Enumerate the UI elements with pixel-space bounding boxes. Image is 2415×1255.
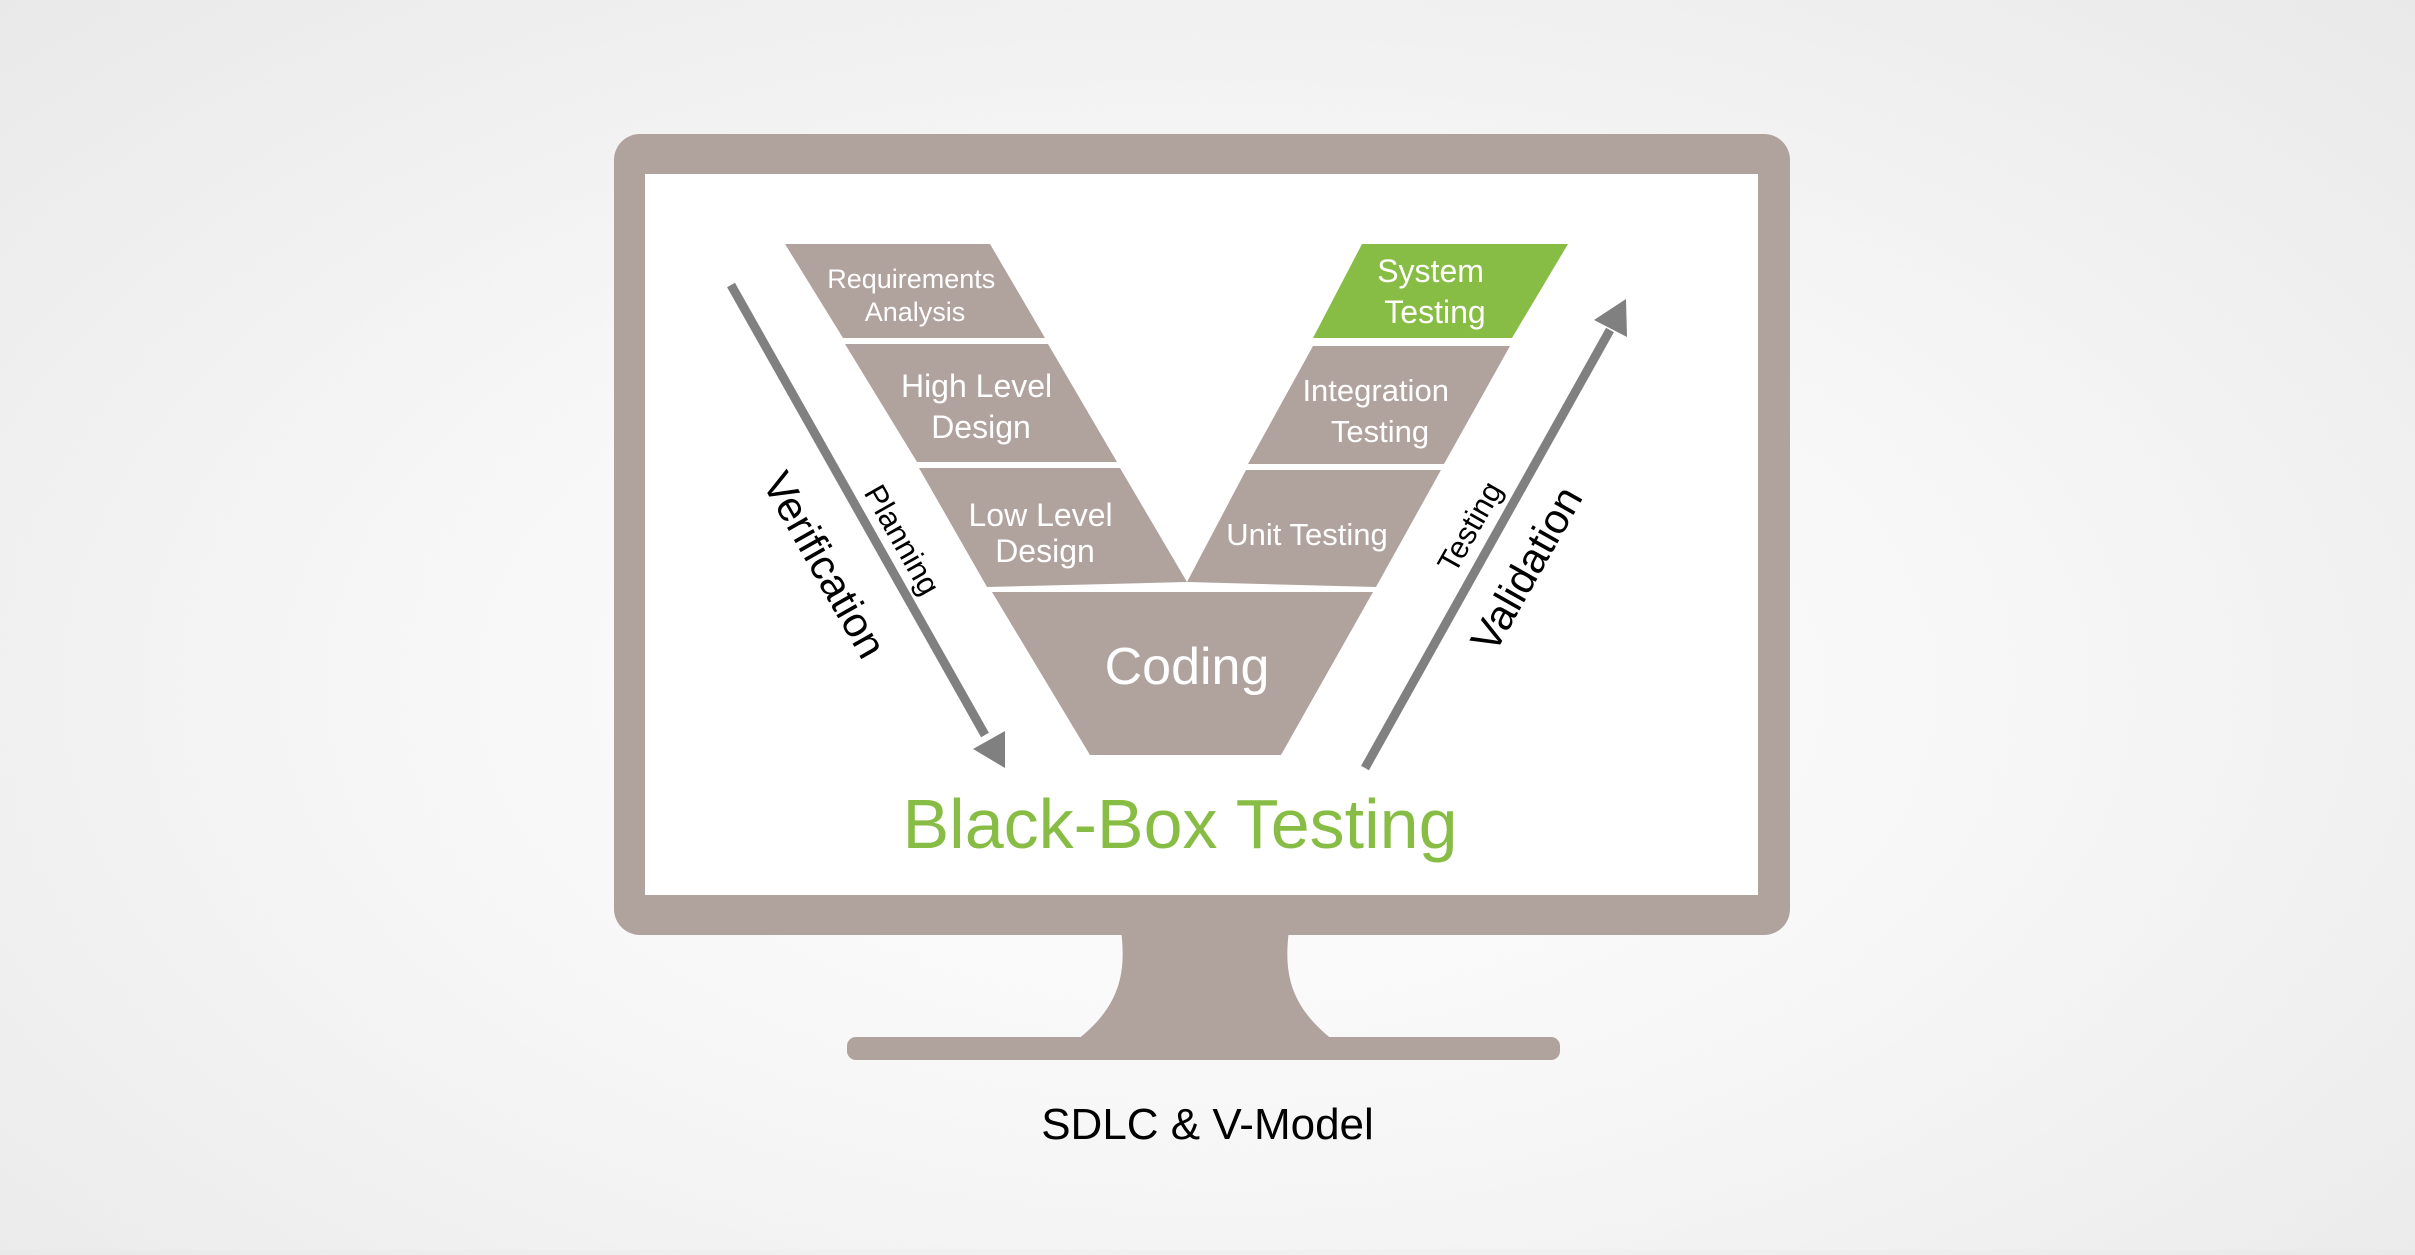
diagram-caption: SDLC & V-Model bbox=[1041, 1100, 1374, 1149]
arrow-down-icon bbox=[973, 731, 1005, 768]
verification-arrow-shaft bbox=[727, 282, 989, 738]
monitor-stand-base bbox=[847, 1037, 1560, 1060]
phase-integration-testing bbox=[1248, 346, 1510, 464]
phase-unit-testing bbox=[1187, 470, 1441, 587]
monitor-stand-neck bbox=[1077, 930, 1333, 1040]
validation-phases bbox=[1187, 244, 1568, 587]
label-unit-testing: Unit Testing bbox=[1226, 517, 1387, 552]
verification-phases bbox=[785, 244, 1187, 587]
phase-low-level-design bbox=[919, 468, 1187, 587]
label-system-testing: System Testing bbox=[1377, 253, 1493, 330]
arrow-up-icon bbox=[1594, 299, 1627, 337]
phase-coding bbox=[992, 592, 1373, 755]
phase-requirements-analysis bbox=[785, 244, 1045, 338]
validation-arrow bbox=[1361, 299, 1627, 771]
label-coding: Coding bbox=[1105, 638, 1270, 696]
label-requirements: Requirements Analysis bbox=[827, 264, 1003, 327]
label-low-level-design: Low Level Design bbox=[969, 497, 1122, 569]
phase-high-level-design bbox=[845, 344, 1117, 462]
label-integration-testing: Integration Testing bbox=[1302, 373, 1457, 449]
validation-arrow-shaft bbox=[1361, 327, 1614, 771]
phase-system-testing bbox=[1313, 244, 1568, 338]
verification-arrow bbox=[727, 282, 1005, 768]
headline-black-box-testing: Black-Box Testing bbox=[902, 785, 1457, 863]
label-high-level-design: High Level Design bbox=[901, 368, 1061, 445]
